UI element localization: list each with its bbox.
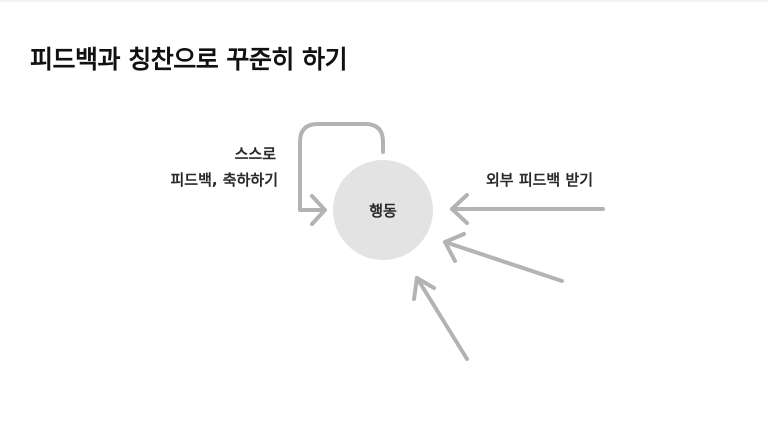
action-node: 행동 <box>333 160 433 260</box>
self-feedback-label-line1: 스스로 <box>234 145 276 163</box>
top-edge-divider <box>0 0 768 2</box>
self-feedback-label: 스스로 피드백, 축하하기 <box>170 141 278 193</box>
external-arrow-lower-right <box>443 232 564 283</box>
self-loop-arrow <box>298 122 385 226</box>
self-feedback-label-line2: 피드백, 축하하기 <box>170 171 278 189</box>
external-feedback-label: 외부 피드백 받기 <box>486 171 594 189</box>
action-node-label: 행동 <box>369 201 397 220</box>
external-arrow-right <box>450 193 605 225</box>
page-title: 피드백과 칭찬으로 꾸준히 하기 <box>30 45 348 74</box>
external-arrow-below <box>412 276 469 361</box>
